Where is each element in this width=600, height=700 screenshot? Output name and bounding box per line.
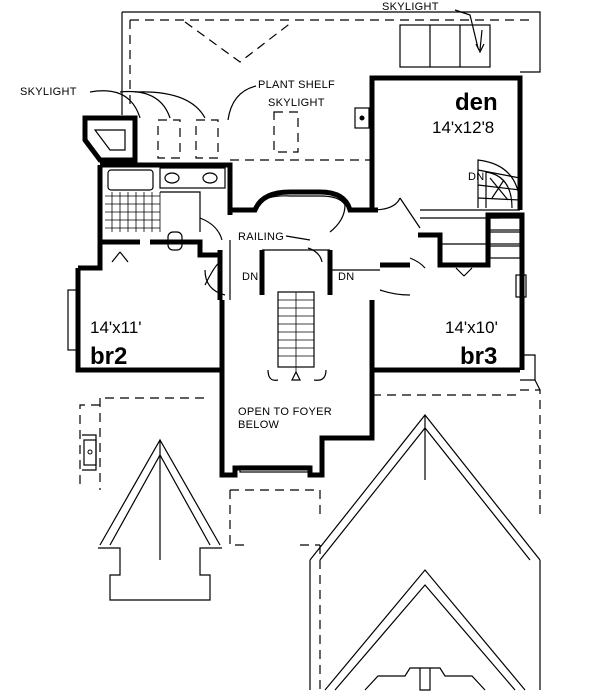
label-dn-right: DN <box>338 271 355 283</box>
corner-skylight-box <box>82 115 138 163</box>
br3-size: 14'x10' <box>445 318 498 337</box>
closets-right <box>409 212 525 277</box>
label-skylight-top: SKYLIGHT <box>382 1 439 13</box>
label-skylight-center: SKYLIGHT <box>268 97 325 109</box>
den-size: 14'x12'8 <box>432 118 494 137</box>
upper-roof-outline <box>121 11 541 161</box>
label-open-to-foyer-2: BELOW <box>238 419 280 431</box>
foyer-walls <box>219 300 520 478</box>
label-dn-den: DN <box>468 171 485 183</box>
br3-name: br3 <box>460 343 497 370</box>
bathroom <box>97 162 233 251</box>
br2-name: br2 <box>90 343 127 370</box>
bedroom-2 <box>67 239 223 373</box>
skylight-top-right <box>399 24 491 68</box>
label-skylight-left: SKYLIGHT <box>20 86 77 98</box>
label-plant-shelf: PLANT SHELF <box>258 79 335 91</box>
skylights-small <box>157 111 299 159</box>
label-railing: RAILING <box>238 231 284 243</box>
br2-size: 14'x11' <box>90 318 142 337</box>
label-open-to-foyer-1: OPEN TO FOYER <box>238 406 332 418</box>
central-hall <box>204 189 380 300</box>
label-dn-left: DN <box>242 271 259 283</box>
staircase <box>267 291 327 381</box>
bedroom-3 <box>379 262 536 381</box>
den-name: den <box>455 89 498 116</box>
lower-roof <box>79 379 541 691</box>
